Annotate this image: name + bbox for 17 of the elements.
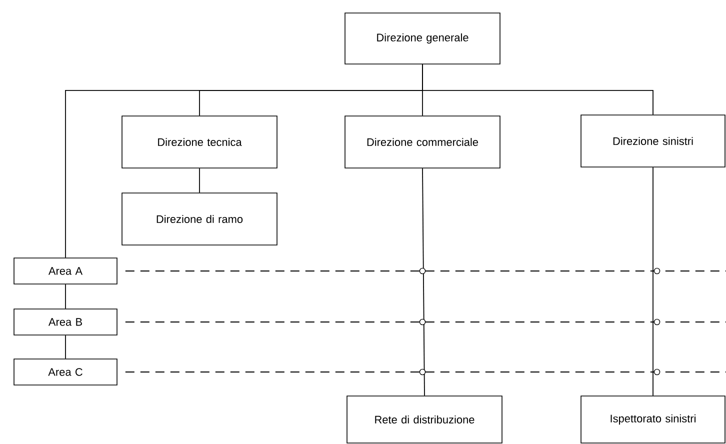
- org-box: Direzione di ramo: [122, 192, 278, 246]
- dashed-line: [124, 270, 726, 272]
- connector-line: [65, 284, 66, 310]
- org-box: Area B: [14, 308, 118, 336]
- org-box: Ispettorato sinistri: [580, 396, 726, 444]
- connector-line: [65, 334, 66, 360]
- org-box: Direzione tecnica: [122, 116, 278, 168]
- org-box: Rete di distribuzione: [346, 396, 502, 444]
- org-box: Area C: [14, 358, 118, 386]
- org-box: Direzione sinistri: [580, 114, 726, 168]
- org-box: Area A: [14, 258, 118, 284]
- connector-line: [652, 166, 654, 396]
- connector-line: [199, 168, 200, 194]
- connector-line: [65, 64, 423, 258]
- org-box: Direzione commerciale: [344, 116, 500, 168]
- org-box: Direzione generale: [344, 12, 500, 64]
- connector-line: [422, 168, 425, 396]
